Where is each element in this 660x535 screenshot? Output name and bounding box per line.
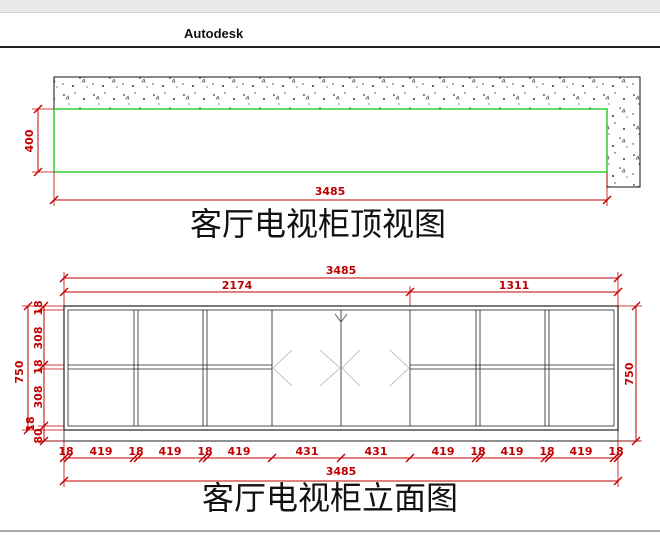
- bpart-9: 419: [432, 445, 455, 458]
- window-top-strip: [0, 0, 660, 13]
- bpart-3: 18: [128, 445, 143, 458]
- cabinet-top-outline: [53, 108, 608, 173]
- vpart-1: 18: [32, 300, 45, 315]
- bpart-1: 18: [58, 445, 73, 458]
- bpart-7: 431: [296, 445, 319, 458]
- right-width-label: 1311: [499, 279, 530, 292]
- top-view-title: 客厅电视柜顶视图: [190, 205, 446, 243]
- left-height-dimensions: 750 18 308 18 308 18 80: [13, 300, 64, 446]
- top-view: 400 3485 客厅电视柜顶视图: [23, 76, 641, 243]
- bpart-4: 419: [159, 445, 182, 458]
- bpart-6: 419: [228, 445, 251, 458]
- bpart-12: 18: [539, 445, 554, 458]
- left-width-label: 2174: [222, 279, 253, 292]
- depth-dimension: 400: [23, 104, 54, 177]
- cabinet-elevation: [40, 305, 640, 442]
- vpart-5: 18: [24, 416, 37, 431]
- bpart-8: 431: [365, 445, 388, 458]
- width-dim-label: 3485: [315, 185, 346, 198]
- right-height-dimension: 750: [618, 301, 642, 446]
- vpart-3: 18: [32, 359, 45, 374]
- height-right-label: 750: [623, 362, 636, 385]
- overall-bottom-dimension: 3485: [59, 465, 623, 486]
- height-left-label: 750: [13, 360, 26, 383]
- vpart-2: 308: [32, 327, 45, 350]
- width-dimension: 3485: [49, 172, 612, 206]
- vpart-6: 80: [32, 428, 45, 444]
- app-title: Autodesk: [184, 26, 244, 41]
- bpart-14: 18: [608, 445, 623, 458]
- vpart-4: 308: [32, 386, 45, 409]
- title-bar: [0, 14, 660, 48]
- door-swing-marks: [272, 349, 410, 387]
- depth-dim-label: 400: [23, 129, 36, 152]
- bpart-13: 419: [570, 445, 593, 458]
- bpart-2: 419: [90, 445, 113, 458]
- bottom-part-dimensions: 18 419 18 419 18 419 431 431 419 18 419 …: [58, 441, 624, 487]
- overall-top-label: 3485: [326, 264, 357, 277]
- overall-bottom-label: 3485: [326, 465, 357, 478]
- elevation-top-dimensions: 3485 2174 1311: [59, 264, 623, 306]
- elevation-view: 3485 2174 1311: [13, 264, 642, 517]
- bpart-10: 18: [470, 445, 485, 458]
- bpart-5: 18: [197, 445, 212, 458]
- elevation-title: 客厅电视柜立面图: [202, 479, 458, 517]
- bpart-11: 419: [501, 445, 524, 458]
